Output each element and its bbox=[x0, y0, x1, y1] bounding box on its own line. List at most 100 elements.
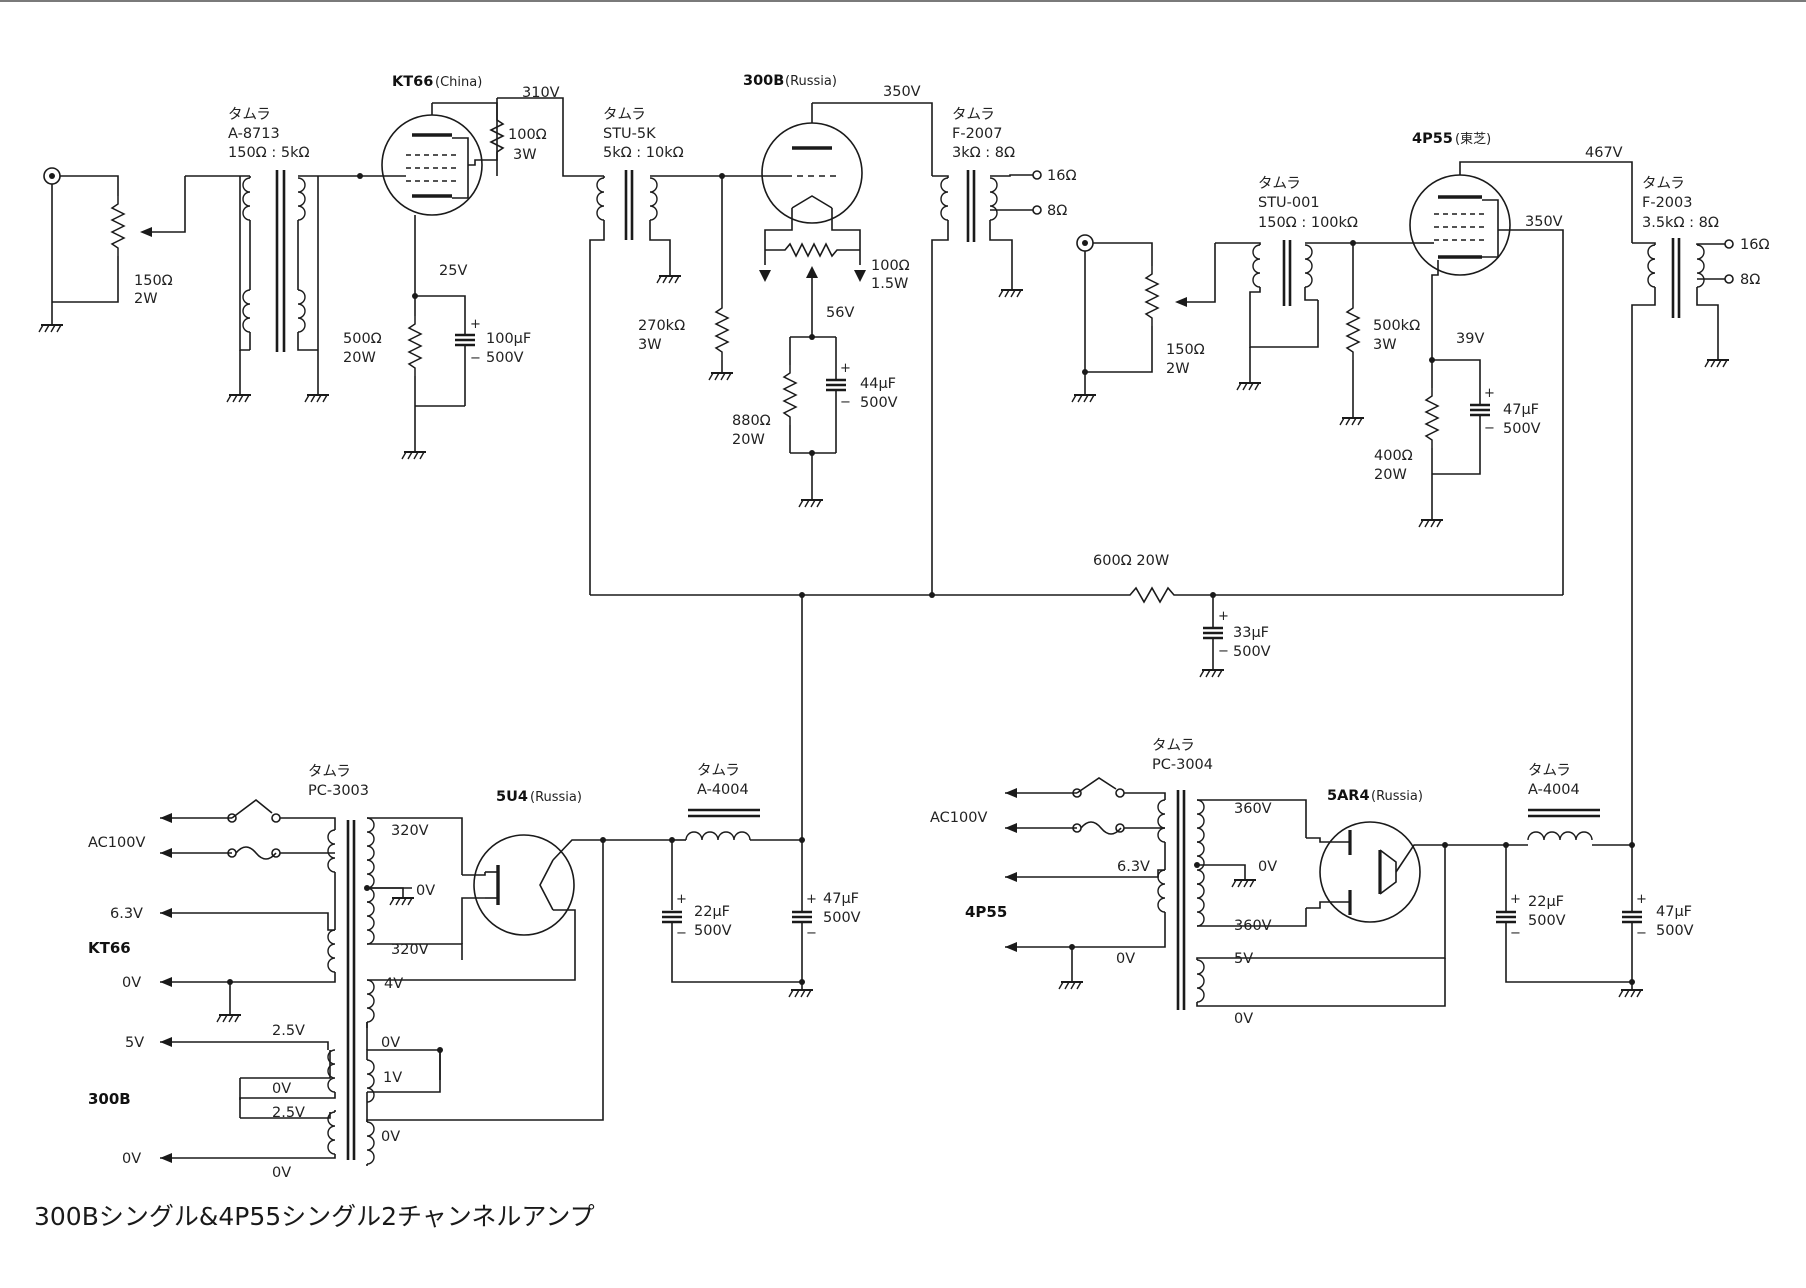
c33-rating: 500V bbox=[1233, 644, 1271, 660]
ps1-w1: 1V bbox=[383, 1070, 402, 1086]
t5ar4-origin: (Russia) bbox=[1371, 789, 1423, 804]
c47c-value: 47μF bbox=[1656, 904, 1692, 920]
power-switch-1 bbox=[231, 798, 273, 819]
pt2-maker: タムラ bbox=[1152, 737, 1195, 754]
c47a-rating: 500V bbox=[1503, 421, 1541, 437]
out1-ratio: 3kΩ : 8Ω bbox=[952, 145, 1015, 161]
in1-ratio: 150Ω : 5kΩ bbox=[228, 145, 310, 161]
c22b-rating: 500V bbox=[1528, 913, 1566, 929]
ps2-w5: 5V bbox=[1234, 951, 1253, 967]
svg-text:−: − bbox=[1636, 926, 1647, 941]
c47a-value: 47μF bbox=[1503, 402, 1539, 418]
top-border-line bbox=[0, 0, 1806, 2]
ps2-h63-label: 6.3V bbox=[1117, 859, 1150, 875]
svg-text:−: − bbox=[806, 926, 817, 941]
svg-text:−: − bbox=[1484, 421, 1495, 436]
r150b-value: 150Ω bbox=[1166, 342, 1205, 358]
out1-16-label: 16Ω bbox=[1047, 168, 1077, 184]
ch1-maker: タムラ bbox=[697, 762, 740, 779]
svg-text:+: + bbox=[806, 892, 817, 907]
power-transformer-1 bbox=[160, 798, 604, 1166]
ps2-w360a: 360V bbox=[1234, 801, 1272, 817]
r100b-value: 100Ω bbox=[871, 258, 910, 274]
r100a-rating: 3W bbox=[513, 147, 537, 163]
v310-label: 310V bbox=[522, 85, 560, 101]
svg-text:−: − bbox=[1218, 644, 1229, 659]
kt66-origin: (China) bbox=[435, 75, 482, 90]
in2-model: STU-001 bbox=[1258, 195, 1320, 211]
t4p55-origin: (東芝) bbox=[1455, 131, 1491, 147]
v350a-label: 350V bbox=[883, 84, 921, 100]
r400-value: 400Ω bbox=[1374, 448, 1413, 464]
c44-rating: 500V bbox=[860, 395, 898, 411]
c22a-rating: 500V bbox=[694, 923, 732, 939]
ch2-maker: タムラ bbox=[1528, 762, 1571, 779]
r150b-rating: 2W bbox=[1166, 361, 1190, 377]
ps1-h63-label: 6.3V bbox=[110, 906, 143, 922]
out1-8-label: 8Ω bbox=[1047, 203, 1067, 219]
svg-text:−: − bbox=[840, 395, 851, 410]
ps2-w0b: 0V bbox=[1234, 1011, 1253, 1027]
ps1-five-label: 5V bbox=[125, 1035, 144, 1051]
svg-text:−: − bbox=[1510, 926, 1521, 941]
output-transformer-1 bbox=[931, 170, 1042, 595]
svg-text:−: − bbox=[676, 926, 687, 941]
ch1-model: A-4004 bbox=[697, 782, 749, 798]
kt66-screen-resistor bbox=[468, 103, 505, 166]
diagram-title: 300Bシングル&4P55シングル2チャンネルアンプ bbox=[34, 1202, 595, 1231]
r100a-value: 100Ω bbox=[508, 127, 547, 143]
c33-value: 33μF bbox=[1233, 625, 1269, 641]
ps1-w0d: 0V bbox=[272, 1081, 291, 1097]
r500k-rating: 3W bbox=[1373, 337, 1397, 353]
c44-value: 44μF bbox=[860, 376, 896, 392]
ps2-w0: 0V bbox=[1258, 859, 1277, 875]
v56-label: 56V bbox=[826, 305, 854, 321]
ps1-w25b: 2.5V bbox=[272, 1105, 305, 1121]
hum-balance-resistor bbox=[765, 242, 860, 258]
c100-value: 100μF bbox=[486, 331, 531, 347]
out1-maker: タムラ bbox=[952, 106, 995, 123]
ps1-kt66-label: KT66 bbox=[88, 939, 131, 957]
svg-text:+: + bbox=[1484, 386, 1495, 401]
filament-arrow-left bbox=[759, 270, 771, 282]
in2-ratio: 150Ω : 100kΩ bbox=[1258, 215, 1358, 231]
r270k-value: 270kΩ bbox=[638, 318, 685, 334]
ps1-w4: 4V bbox=[384, 976, 403, 992]
r500k-value: 500kΩ bbox=[1373, 318, 1420, 334]
ps1-w0e: 0V bbox=[272, 1165, 291, 1181]
out2-ratio: 3.5kΩ : 8Ω bbox=[1642, 215, 1719, 231]
in2-maker: タムラ bbox=[1258, 175, 1301, 192]
r600-value: 600Ω 20W bbox=[1093, 553, 1169, 569]
filament-arrow-right bbox=[854, 270, 866, 282]
r400-rating: 20W bbox=[1374, 467, 1407, 483]
r500-value: 500Ω bbox=[343, 331, 382, 347]
choke-2 bbox=[1527, 808, 1600, 841]
interstage-transformer bbox=[589, 170, 722, 595]
ps1-300b-label: 300B bbox=[88, 1090, 131, 1108]
ic1-model: STU-5K bbox=[603, 126, 656, 142]
fuse-2 bbox=[1080, 821, 1122, 835]
r880-value: 880Ω bbox=[732, 413, 771, 429]
c47b-value: 47μF bbox=[823, 891, 859, 907]
r270k-rating: 3W bbox=[638, 337, 662, 353]
r150a-value: 150Ω bbox=[134, 273, 173, 289]
kt66-tube bbox=[360, 103, 483, 216]
t4p55-tube bbox=[1409, 161, 1633, 595]
svg-text:+: + bbox=[676, 892, 687, 907]
t5ar4-name: 5AR4 bbox=[1327, 788, 1370, 804]
ch2-model: A-4004 bbox=[1528, 782, 1580, 798]
out2-model: F-2003 bbox=[1642, 195, 1692, 211]
t5u4-name: 5U4 bbox=[496, 789, 528, 805]
input-jack-1 bbox=[43, 167, 119, 302]
input-transformer-1 bbox=[185, 170, 360, 352]
v39-label: 39V bbox=[1456, 331, 1484, 347]
choke-1 bbox=[685, 808, 760, 841]
ps1-w320b: 320V bbox=[391, 942, 429, 958]
v350b-label: 350V bbox=[1525, 214, 1563, 230]
svg-text:+: + bbox=[470, 317, 481, 332]
ps2-4p55-label: 4P55 bbox=[965, 903, 1007, 921]
c22a-value: 22μF bbox=[694, 904, 730, 920]
out2-8-label: 8Ω bbox=[1740, 272, 1760, 288]
ps1-w0c: 0V bbox=[381, 1129, 400, 1145]
ps1-w0: 0V bbox=[416, 883, 435, 899]
